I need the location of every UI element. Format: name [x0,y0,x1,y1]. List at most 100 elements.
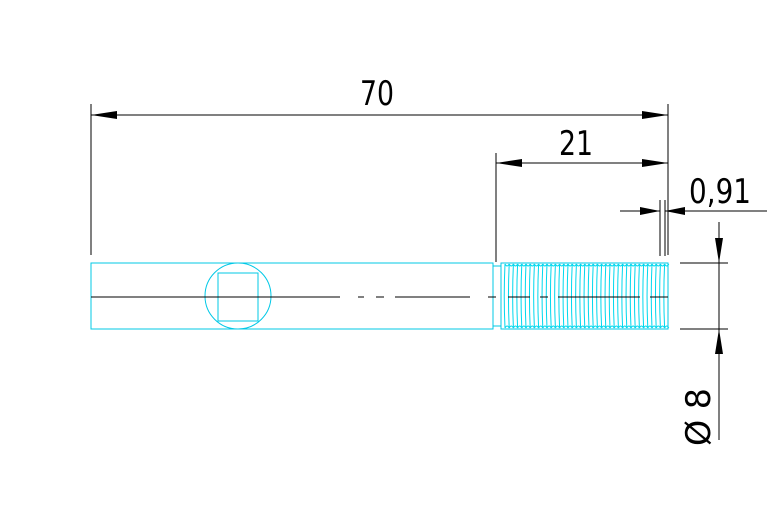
thread-crest-top [605,263,611,267]
thread-crest-top [563,263,569,267]
thread-crest-top [508,263,514,267]
thread-crest-top [567,263,573,267]
thread-line [566,263,569,329]
thread-crest-bottom [580,325,586,329]
thread-line [558,263,561,329]
thread-crest-bottom [571,325,577,329]
thread-line [608,263,611,329]
thread-crest-top [626,263,632,267]
thread-crest-bottom [546,325,552,329]
thread-crest-top [580,263,586,267]
thread-line [554,263,556,329]
dimension-label-diameter-8: Ø 8 [679,388,719,446]
thread-section-outline [500,262,669,330]
dimension-thread-length [495,153,668,262]
thread-crest-top [575,263,582,267]
thread-crest-bottom [613,325,619,329]
dimension-overall-length [90,104,669,255]
thread-crest-top [542,263,548,267]
thread-line [596,263,598,329]
thread-crest-top [546,263,552,267]
thread-crest-bottom [622,325,628,329]
thread-line [633,263,636,329]
thread-line [537,263,540,329]
thread-crest-top [622,263,628,267]
thread-crest-bottom [550,325,556,329]
thread-crest-top [592,263,598,267]
thread-line [654,263,657,329]
thread-crest-bottom [626,325,632,329]
thread-line [625,263,628,329]
thread-crest-top [559,263,565,267]
thread-line [507,263,510,329]
thread-crest-bottom [563,325,569,329]
thread-crest-bottom [525,325,531,329]
thread-crest-bottom [584,325,590,329]
thread-crest-top [533,263,540,267]
thread-crest-bottom [588,325,594,329]
thread-crest-top [647,263,653,267]
thread-crest-top [638,263,645,267]
thread-line [570,263,573,329]
thread-crest-top [525,263,531,267]
thread-line [562,263,565,329]
thread-line [642,263,645,329]
dimension-diameter [680,222,728,440]
thread-crest-bottom [659,325,666,329]
thread-crest-top [512,263,519,267]
thread-crest-bottom [504,325,510,329]
cross-hole-circle [204,262,272,330]
thread-crest-top [659,263,666,267]
thread-crest-bottom [521,325,527,329]
thread-line [629,263,632,329]
thread-line [512,263,514,329]
thread-crest-top [584,263,590,267]
thread-line [621,263,624,329]
thread-crest-bottom [634,325,640,329]
thread-crest-top [617,263,624,267]
shaft-main-section [90,262,494,330]
thread-crest-bottom [596,325,603,329]
thread-line [549,263,552,329]
dimension-thread-gap [620,200,767,256]
thread-crest-bottom [533,325,540,329]
thread-crest-top [517,263,523,267]
thread-line [638,263,640,329]
thread-line [663,263,666,329]
thread-crest-top [554,263,561,267]
thread-crest-top [655,263,661,267]
thread-line [583,263,586,329]
thread-crest-bottom [592,325,598,329]
thread-line [545,263,548,329]
thread-crest-bottom [567,325,573,329]
thread-crest-top [634,263,640,267]
thread-line [541,263,544,329]
thread-crest-bottom [538,325,544,329]
thread-line [600,263,603,329]
thread-line [604,263,607,329]
dimension-label-0-91: 0,91 [689,172,751,212]
thread-crest-top [643,263,649,267]
thread-line [591,263,594,329]
thread-line [646,263,649,329]
thread-line [533,263,535,329]
thread-crest-bottom [651,325,657,329]
shaft-relief-step [492,265,502,327]
thread-crest-bottom [508,325,514,329]
thread-crest-bottom [601,325,607,329]
thread-crest-bottom [575,325,582,329]
thread-line [516,263,519,329]
thread-crest-top [504,263,510,267]
thread-line [659,263,661,329]
thread-crest-bottom [609,325,615,329]
thread-line [617,263,619,329]
thread-line [587,263,590,329]
thread-crest-bottom [559,325,565,329]
thread-crest-top [596,263,603,267]
thread-crest-bottom [542,325,548,329]
dimension-label-70: 70 [360,74,394,114]
thread-line [528,263,531,329]
thread-line [524,263,527,329]
thread-crest-top [571,263,577,267]
thread-crest-bottom [655,325,661,329]
